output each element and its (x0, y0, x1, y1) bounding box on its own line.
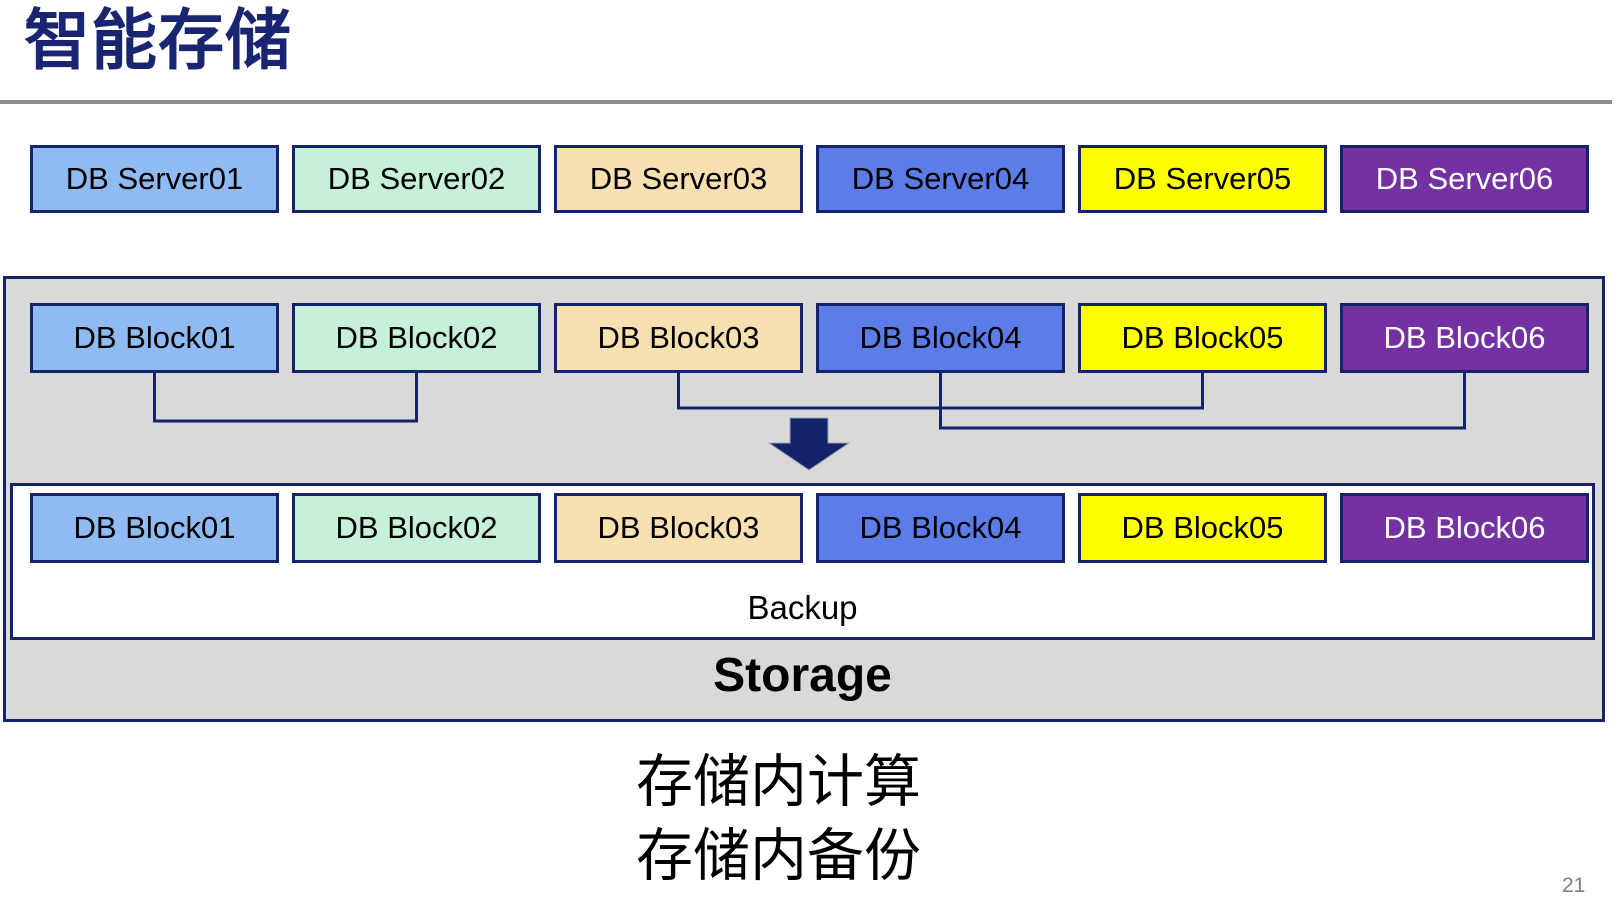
db-server-box-2: DB Server02 (292, 145, 541, 213)
db-block-backup-row: DB Block01 DB Block02 DB Block03 DB Bloc… (30, 493, 1589, 563)
db-block-backup-3: DB Block03 (554, 493, 803, 563)
caption-line-1: 存储内计算 (636, 749, 921, 815)
db-server-box-6: DB Server06 (1340, 145, 1589, 213)
caption-text: 存储内计算 存储内备份 (636, 745, 921, 893)
db-block-backup-4: DB Block04 (816, 493, 1065, 563)
backup-label: Backup (747, 589, 858, 626)
db-block-source-4: DB Block04 (816, 303, 1065, 373)
db-block-backup-1: DB Block01 (30, 493, 279, 563)
db-block-backup-2: DB Block02 (292, 493, 541, 563)
storage-label: Storage (713, 649, 892, 702)
db-block-source-row: DB Block01 DB Block02 DB Block03 DB Bloc… (30, 303, 1589, 373)
slide-title: 智能存储 (24, 3, 292, 77)
db-server-box-1: DB Server01 (30, 145, 279, 213)
db-server-row: DB Server01 DB Server02 DB Server03 DB S… (30, 145, 1589, 213)
db-server-box-4: DB Server04 (816, 145, 1065, 213)
db-block-source-5: DB Block05 (1078, 303, 1327, 373)
db-server-box-3: DB Server03 (554, 145, 803, 213)
db-block-backup-6: DB Block06 (1340, 493, 1589, 563)
db-server-box-5: DB Server05 (1078, 145, 1327, 213)
db-block-source-2: DB Block02 (292, 303, 541, 373)
db-block-backup-5: DB Block05 (1078, 493, 1327, 563)
db-block-source-1: DB Block01 (30, 303, 279, 373)
caption-line-2: 存储内备份 (636, 823, 921, 889)
db-block-source-6: DB Block06 (1340, 303, 1589, 373)
title-underline (0, 100, 1612, 104)
page-number: 21 (1562, 874, 1586, 897)
db-block-source-3: DB Block03 (554, 303, 803, 373)
